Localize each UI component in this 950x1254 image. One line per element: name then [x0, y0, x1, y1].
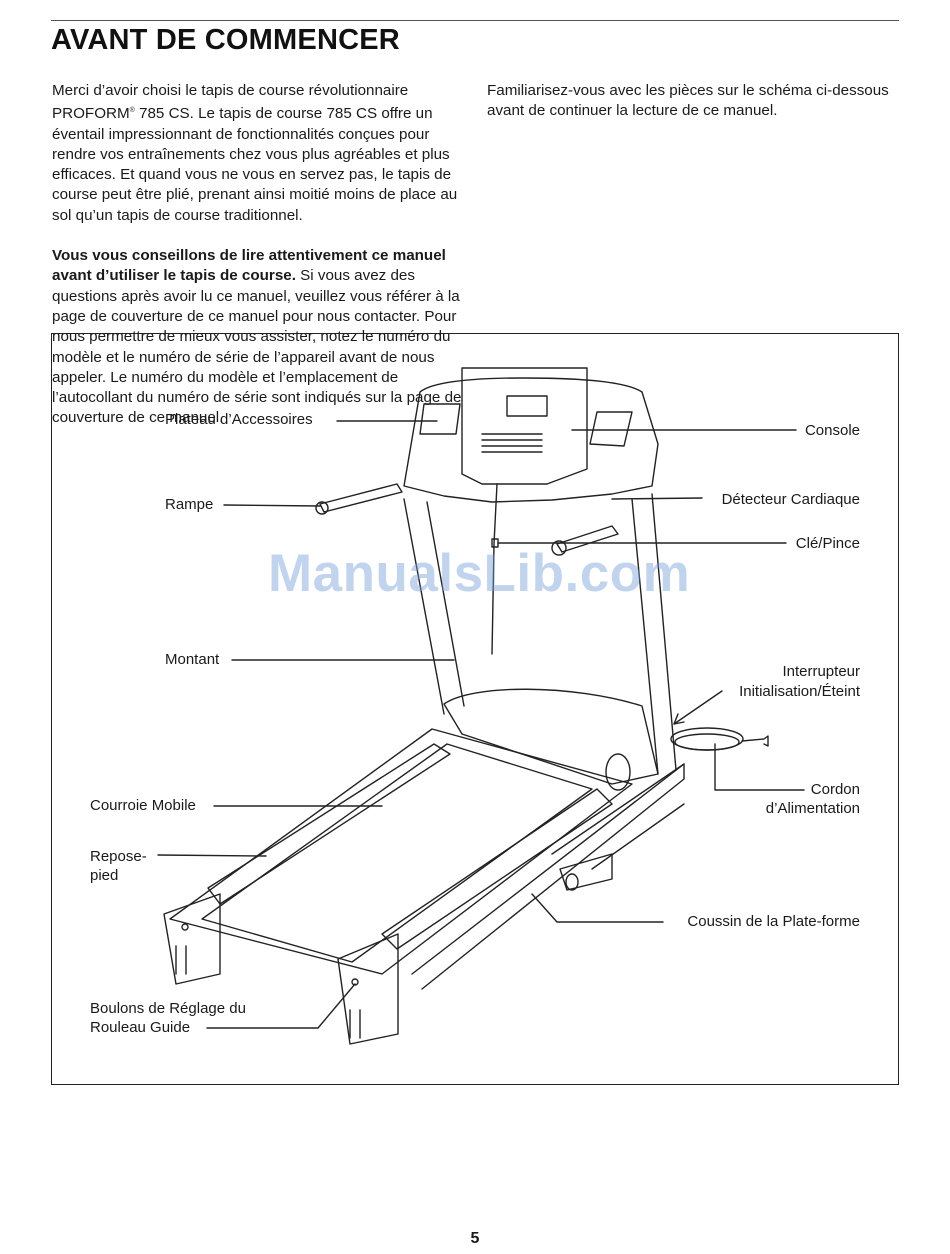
intro-warning-bold: Vous vous conseillons de lire attentivem… — [52, 247, 446, 285]
registered-mark: ® — [129, 107, 135, 115]
watermark: ManualsLib.com — [268, 544, 691, 603]
handrail-left — [319, 483, 403, 513]
handrail-right — [556, 525, 619, 553]
page-title: AVANT DE COMMENCER — [51, 24, 400, 56]
leader-handrail — [223, 504, 321, 507]
label-platform-cushion: Coussin de la Plate-forme — [687, 913, 860, 930]
treadmill-deck — [169, 728, 633, 975]
label-accessory-tray: Plateau d’Accessoires — [165, 411, 313, 428]
frame-base — [411, 763, 685, 990]
intro-column-right: Familiarisez-vous avec les pièces sur le… — [487, 81, 899, 142]
label-idler-bolts-line2: Rouleau Guide — [90, 1019, 191, 1036]
page-number: 5 — [470, 1230, 480, 1247]
foot-rail-left — [207, 743, 451, 905]
label-power-cord-line2: d’Alimentation — [765, 800, 860, 817]
console-display — [506, 395, 548, 417]
label-handrail: Rampe — [165, 496, 214, 513]
intro-column-left: Merci d’avoir choisi le tapis de course … — [52, 81, 464, 449]
leader-idler-bolts — [206, 983, 356, 1029]
label-upright: Montant — [165, 651, 220, 668]
console-frame — [403, 377, 659, 503]
accessory-tray-right — [589, 411, 633, 447]
upright-left — [403, 498, 465, 715]
label-reset-switch-line1: Interrupteur — [782, 663, 860, 680]
console-face — [461, 367, 588, 485]
front-wheel — [559, 853, 613, 891]
console-vent — [481, 433, 543, 453]
label-key-clip: Clé/Pince — [795, 535, 860, 552]
leader-foot-rail — [157, 854, 267, 857]
leader-pulse-sensor — [611, 497, 703, 500]
leader-power-cord — [714, 743, 805, 791]
top-rule — [51, 20, 899, 21]
label-idler-bolts-line1: Boulons de Réglage du — [90, 1000, 246, 1017]
rear-end-left — [163, 893, 221, 985]
intro-paragraph-2: Vous vous conseillons de lire attentivem… — [52, 247, 462, 427]
upright-right — [631, 493, 677, 775]
label-walking-belt: Courroie Mobile — [90, 797, 196, 814]
motor-hood — [443, 688, 659, 785]
intro-paragraph-3: Familiarisez-vous avec les pièces sur le… — [487, 82, 889, 120]
intro-paragraph-1: Merci d’avoir choisi le tapis de course … — [52, 82, 458, 224]
label-reset-switch-line2: Initialisation/Éteint — [739, 683, 860, 700]
treadmill-illustration — [157, 367, 805, 1045]
leader-reset-switch — [673, 690, 723, 725]
key-cord — [491, 483, 498, 655]
foot-rail-right — [381, 788, 613, 950]
leader-platform-cushion — [531, 893, 664, 923]
label-power-cord-line1: Cordon — [810, 781, 860, 798]
walking-belt — [201, 743, 593, 963]
label-pulse-sensor: Détecteur Cardiaque — [721, 491, 860, 508]
label-console: Console — [804, 422, 860, 439]
label-foot-rail: Repose- pied — [90, 848, 147, 884]
treadmill-diagram: Plateau d’Accessoires Rampe Montant Cour… — [51, 333, 899, 1085]
accessory-tray-left — [419, 403, 461, 435]
rear-end-right — [337, 933, 399, 1045]
